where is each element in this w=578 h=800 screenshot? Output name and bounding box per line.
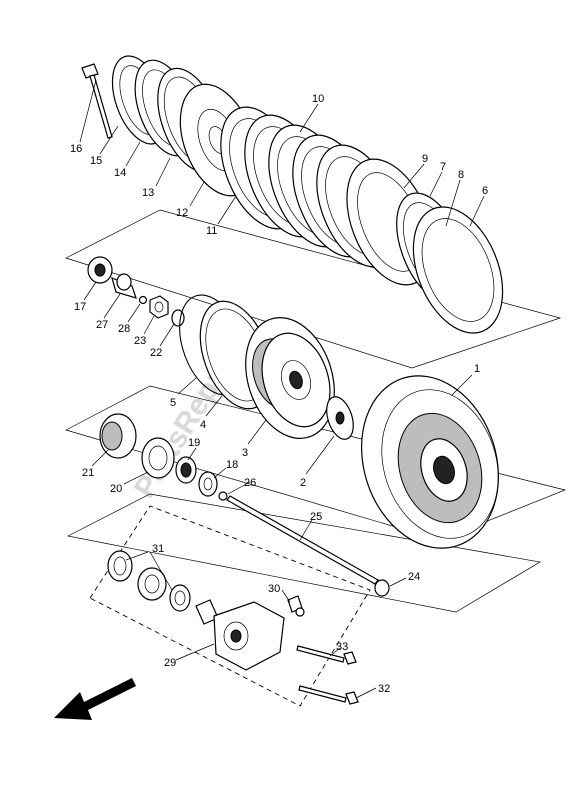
bleed-screw-30 bbox=[287, 595, 305, 617]
callout-19: 19 bbox=[188, 437, 200, 449]
callout-28: 28 bbox=[118, 323, 130, 335]
callout-24: 24 bbox=[408, 571, 420, 583]
push-rod-27 bbox=[111, 273, 137, 299]
callout-32: 32 bbox=[378, 683, 390, 695]
callout-30: 30 bbox=[268, 583, 280, 595]
callout-1: 1 bbox=[474, 363, 480, 375]
ball-28 bbox=[138, 295, 148, 305]
callout-4: 4 bbox=[200, 419, 206, 431]
washer-18 bbox=[198, 471, 218, 497]
callout-7: 7 bbox=[440, 161, 446, 173]
release-cylinder-29 bbox=[213, 601, 285, 671]
bolt-32 bbox=[298, 685, 359, 705]
callout-17: 17 bbox=[74, 301, 86, 313]
clutch-boss-3 bbox=[245, 317, 335, 439]
seal-kit-31 bbox=[107, 550, 219, 625]
callout-16: 16 bbox=[70, 143, 82, 155]
callout-labels: 1 2 3 4 5 6 7 8 9 10 11 12 13 14 15 16 1… bbox=[70, 93, 488, 695]
callout-23: 23 bbox=[134, 335, 146, 347]
bolt-33 bbox=[296, 645, 357, 665]
callout-26: 26 bbox=[244, 477, 256, 489]
callout-3: 3 bbox=[242, 447, 248, 459]
bolt-16 bbox=[81, 63, 113, 139]
bearing-19 bbox=[175, 456, 197, 484]
callout-13: 13 bbox=[142, 187, 154, 199]
callout-25: 25 bbox=[310, 511, 322, 523]
callout-20: 20 bbox=[110, 483, 122, 495]
callout-2: 2 bbox=[300, 477, 306, 489]
oil-seal-24 bbox=[374, 579, 390, 597]
bearing-17 bbox=[87, 256, 113, 284]
ball-26 bbox=[218, 491, 228, 501]
front-arrow-icon bbox=[54, 678, 136, 720]
callout-14: 14 bbox=[114, 167, 126, 179]
leader-lines bbox=[79, 79, 485, 699]
callout-27: 27 bbox=[96, 319, 108, 331]
spacer-21 bbox=[99, 413, 137, 459]
callout-6: 6 bbox=[482, 185, 488, 197]
callout-5: 5 bbox=[170, 397, 176, 409]
nut-23 bbox=[149, 295, 169, 319]
callout-9: 9 bbox=[422, 153, 428, 165]
callout-18: 18 bbox=[226, 459, 238, 471]
callout-12: 12 bbox=[176, 207, 188, 219]
callout-11: 11 bbox=[206, 225, 217, 237]
callout-21: 21 bbox=[82, 467, 94, 479]
callout-8: 8 bbox=[458, 169, 464, 181]
callout-22: 22 bbox=[150, 347, 162, 359]
callout-33: 33 bbox=[336, 641, 348, 653]
callout-10: 10 bbox=[312, 93, 324, 105]
collar-20 bbox=[141, 437, 175, 479]
primary-driven-gear-1 bbox=[360, 375, 500, 549]
friction-plate-6 bbox=[412, 206, 504, 334]
thrust-washer-2 bbox=[326, 396, 354, 440]
push-rod-25 bbox=[226, 495, 379, 585]
callout-15: 15 bbox=[90, 155, 102, 167]
callout-31: 31 bbox=[152, 543, 164, 555]
callout-29: 29 bbox=[164, 657, 176, 669]
